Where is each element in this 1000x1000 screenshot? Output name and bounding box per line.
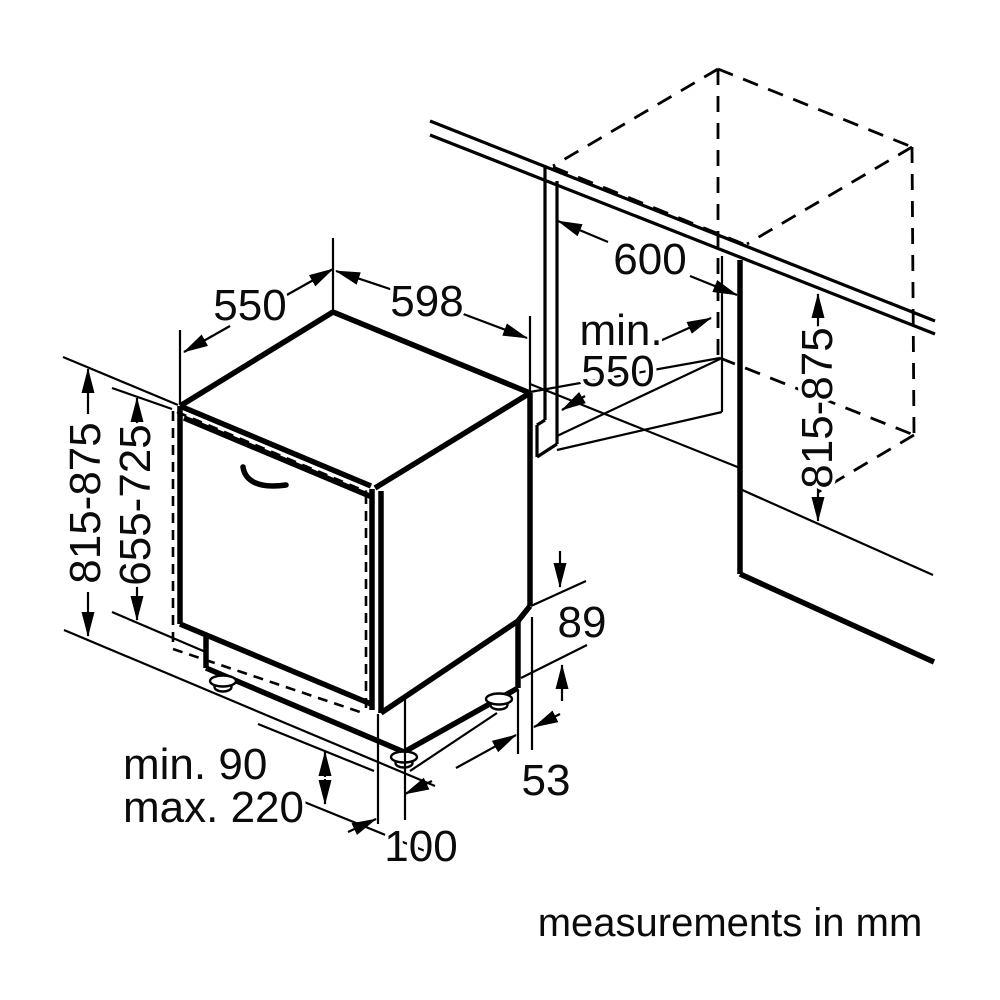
dim-front-panel-height: 655-725: [111, 424, 160, 585]
furniture-panel-dashed: [171, 410, 368, 716]
worktop: [429, 119, 936, 336]
dimension-arrows: [81, 219, 825, 836]
dim-niche-depth-value: 550: [581, 347, 654, 396]
right-cabinet: [529, 256, 936, 665]
dim-appliance-height: 815-875: [61, 422, 110, 583]
niche-dashed-cube: [552, 67, 916, 494]
dim-niche-width: 600: [613, 235, 686, 284]
dim-top-width: 550: [213, 281, 286, 330]
dim-base-rear-height: 89: [558, 598, 607, 647]
dim-top-depth: 598: [390, 277, 463, 326]
dishwasher-body: [177, 309, 533, 755]
dim-base-front-recess: 100: [384, 822, 457, 871]
dim-base-side-recess: 53: [522, 756, 571, 805]
dim-plinth-max: max. 220: [123, 783, 304, 832]
dim-niche-depth-min: min.: [579, 306, 662, 355]
units-note: measurements in mm: [538, 901, 923, 945]
door-handle: [240, 464, 289, 489]
left-cabinet-wall: [535, 166, 559, 459]
dimension-labels: 550 598 600 min. 550 815-875 815-875 655…: [58, 232, 846, 875]
dim-plinth-min: min. 90: [123, 740, 267, 789]
floor-lines: [63, 628, 498, 788]
dim-niche-height: 815-875: [793, 327, 842, 488]
